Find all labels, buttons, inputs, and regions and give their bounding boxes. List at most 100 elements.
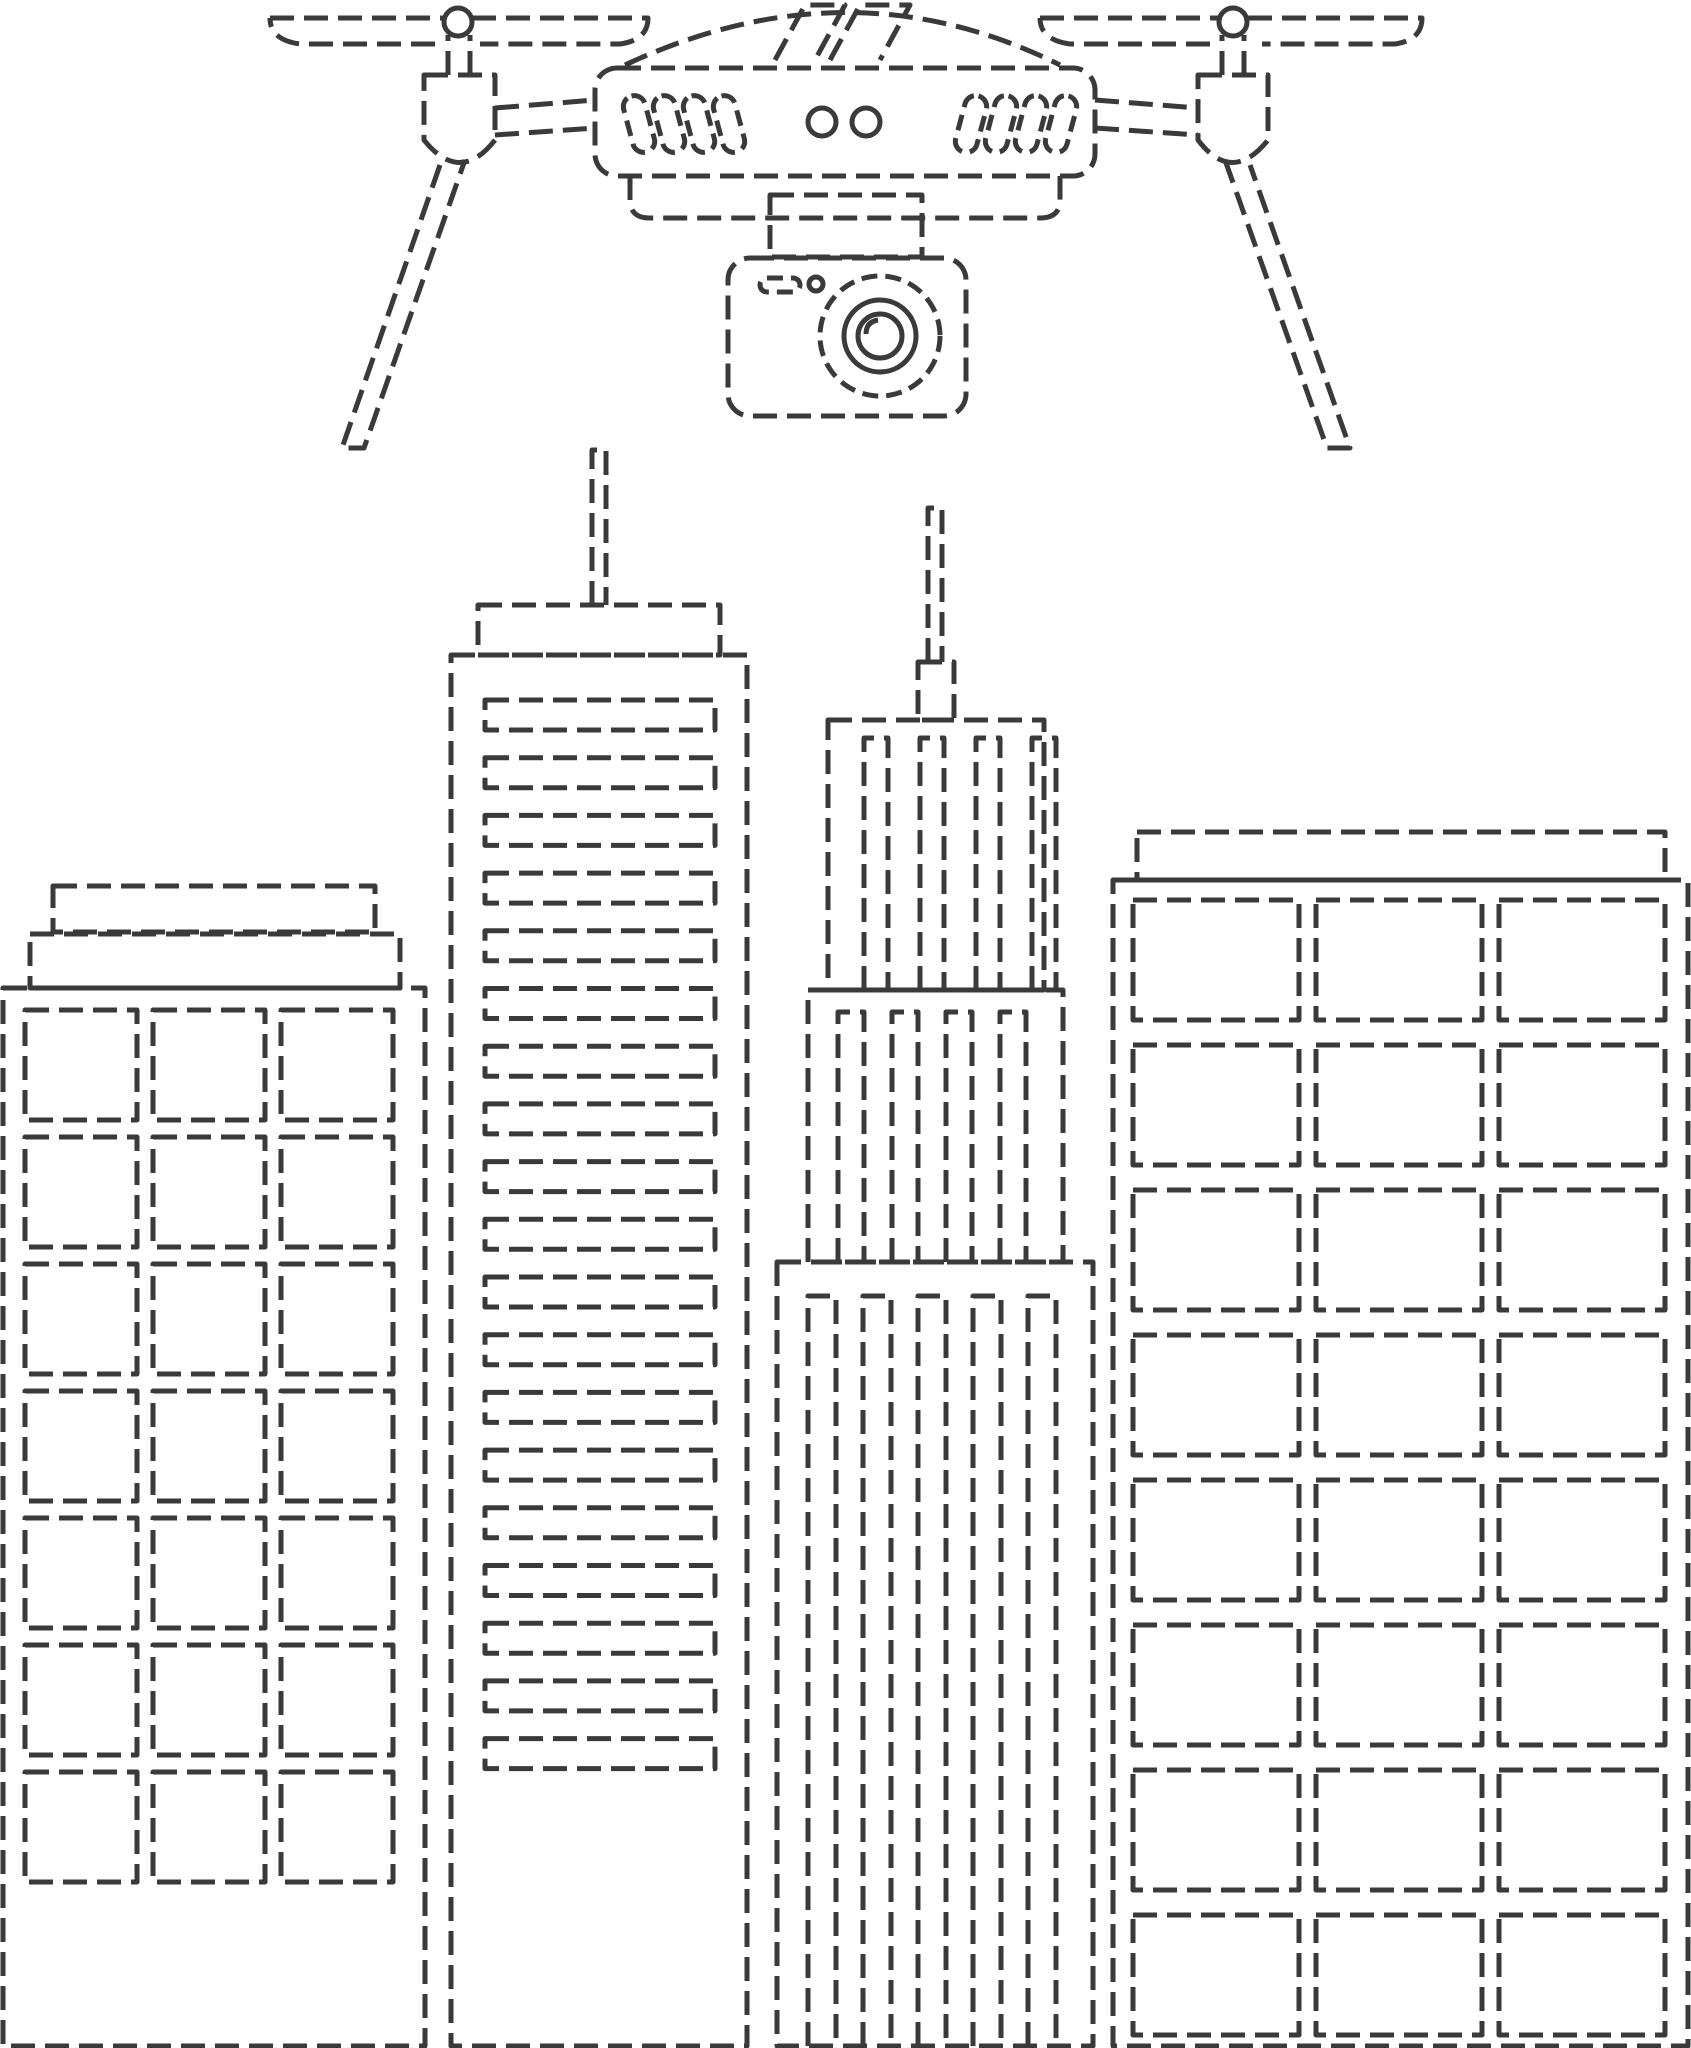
right-building-window [1496, 1042, 1668, 1168]
spire-tower-top-rib [861, 735, 891, 990]
camera-lens-mid [841, 297, 919, 375]
spire-tower-mid-rib [997, 1009, 1029, 1262]
spire-tower-base-rib [970, 1293, 1004, 2046]
spire-tower-mid-rib [943, 1009, 975, 1262]
right-building-window [1130, 1332, 1302, 1458]
tall-tower-antenna [589, 447, 609, 605]
right-building-window [1313, 1477, 1485, 1603]
left-building-window [150, 1261, 268, 1377]
right-building-window [1313, 1622, 1485, 1748]
left-building-window [278, 1642, 396, 1758]
left-building-window [22, 1642, 140, 1758]
spire-tower-base-tier [774, 1259, 1096, 2048]
tall-tower-band [482, 1736, 718, 1772]
tall-tower-body [448, 652, 750, 2048]
drone-left-leg [339, 159, 468, 451]
camera-flash [757, 275, 803, 295]
left-building-window [278, 1134, 396, 1250]
drone-camera-mount [767, 192, 925, 260]
spire-tower-mid-rib [835, 1009, 867, 1262]
right-building-window [1313, 1332, 1485, 1458]
left-building-window [22, 1769, 140, 1885]
tall-tower-band [482, 870, 718, 906]
camera-icon [725, 255, 969, 419]
spire-tower-base-rib [805, 1293, 839, 2046]
spire-tower-top-rib [917, 735, 947, 990]
drone-sensor-left [805, 105, 839, 139]
left-building-window [150, 1134, 268, 1250]
right-building-window [1313, 897, 1485, 1023]
drone-left-propeller [267, 15, 651, 47]
tall-tower-band [482, 1274, 718, 1310]
left-building-window [150, 1642, 268, 1758]
left-building-window [22, 1007, 140, 1123]
right-building-window [1130, 1042, 1302, 1168]
tall-tower-band [482, 1159, 718, 1195]
left-building-window [150, 1515, 268, 1631]
right-building-window [1130, 897, 1302, 1023]
left-building-window [278, 1769, 396, 1885]
tall-tower-band [482, 1216, 718, 1252]
right-building-window [1496, 1767, 1668, 1893]
right-building-window [1313, 1767, 1485, 1893]
tall-tower-band [482, 812, 718, 848]
tall-tower-band [482, 1620, 718, 1656]
tall-tower-band [482, 1447, 718, 1483]
drone-icon [267, 2, 1425, 451]
drone-right-vents [952, 93, 1080, 155]
tall-tower-band [482, 1505, 718, 1541]
camera-lens-glint [863, 317, 879, 335]
tall-tower-band [482, 1043, 718, 1079]
drone-right-shaft [1219, 35, 1247, 75]
right-building-window [1130, 1767, 1302, 1893]
drone-left-vents [620, 93, 748, 155]
drone-right-hub [1216, 5, 1250, 39]
left-building-window [150, 1769, 268, 1885]
drone-left-hub [441, 5, 475, 39]
tall-tower-band [482, 1563, 718, 1598]
left-building-window [150, 1007, 268, 1123]
drone-dome [623, 10, 1062, 68]
tall-tower-band [482, 1101, 718, 1137]
left-building-roof [27, 931, 403, 991]
left-building-window [278, 1515, 396, 1631]
drone-body [592, 65, 1098, 179]
right-building-window [1496, 1912, 1668, 2038]
tall-tower-band [482, 1389, 718, 1425]
right-building-window [1313, 1042, 1485, 1168]
drone-right-propeller [1037, 15, 1425, 47]
left-building-window [22, 1261, 140, 1377]
tall-tower-band [482, 928, 718, 964]
left-building-window [22, 1134, 140, 1250]
camera-indicator [806, 274, 826, 294]
spire-tower-base-rib [915, 1293, 949, 2046]
drone-right-motor [1195, 72, 1271, 165]
spire-tower-top-tier [825, 717, 1047, 993]
drone-dome-hatch [772, 2, 913, 62]
left-building-window [22, 1515, 140, 1631]
drone-left-arm [494, 97, 596, 138]
right-building-window [1496, 897, 1668, 1023]
left-building-body [0, 985, 428, 2048]
spire-tower-base-rib [1025, 1293, 1059, 2046]
left-building-window [150, 1388, 268, 1504]
drone-lower-body [627, 176, 1063, 221]
right-building-window [1496, 1622, 1668, 1748]
tall-tower-band [482, 1678, 718, 1714]
right-building-window [1130, 1187, 1302, 1313]
spire-tower-mid-rib [889, 1009, 921, 1262]
spire-tower-top-rib [1029, 735, 1059, 990]
right-building-window [1313, 1187, 1485, 1313]
right-building-window [1130, 1912, 1302, 2038]
tall-tower-band [482, 1332, 718, 1368]
camera-lens-inner [855, 311, 905, 361]
spire-tower-top-rib [973, 735, 1003, 990]
right-building-window [1496, 1187, 1668, 1313]
spire-tower-base-rib [860, 1293, 894, 2046]
left-building-window [278, 1007, 396, 1123]
left-building-window [22, 1388, 140, 1504]
right-building-window [1130, 1622, 1302, 1748]
right-building-body [1110, 877, 1691, 2048]
